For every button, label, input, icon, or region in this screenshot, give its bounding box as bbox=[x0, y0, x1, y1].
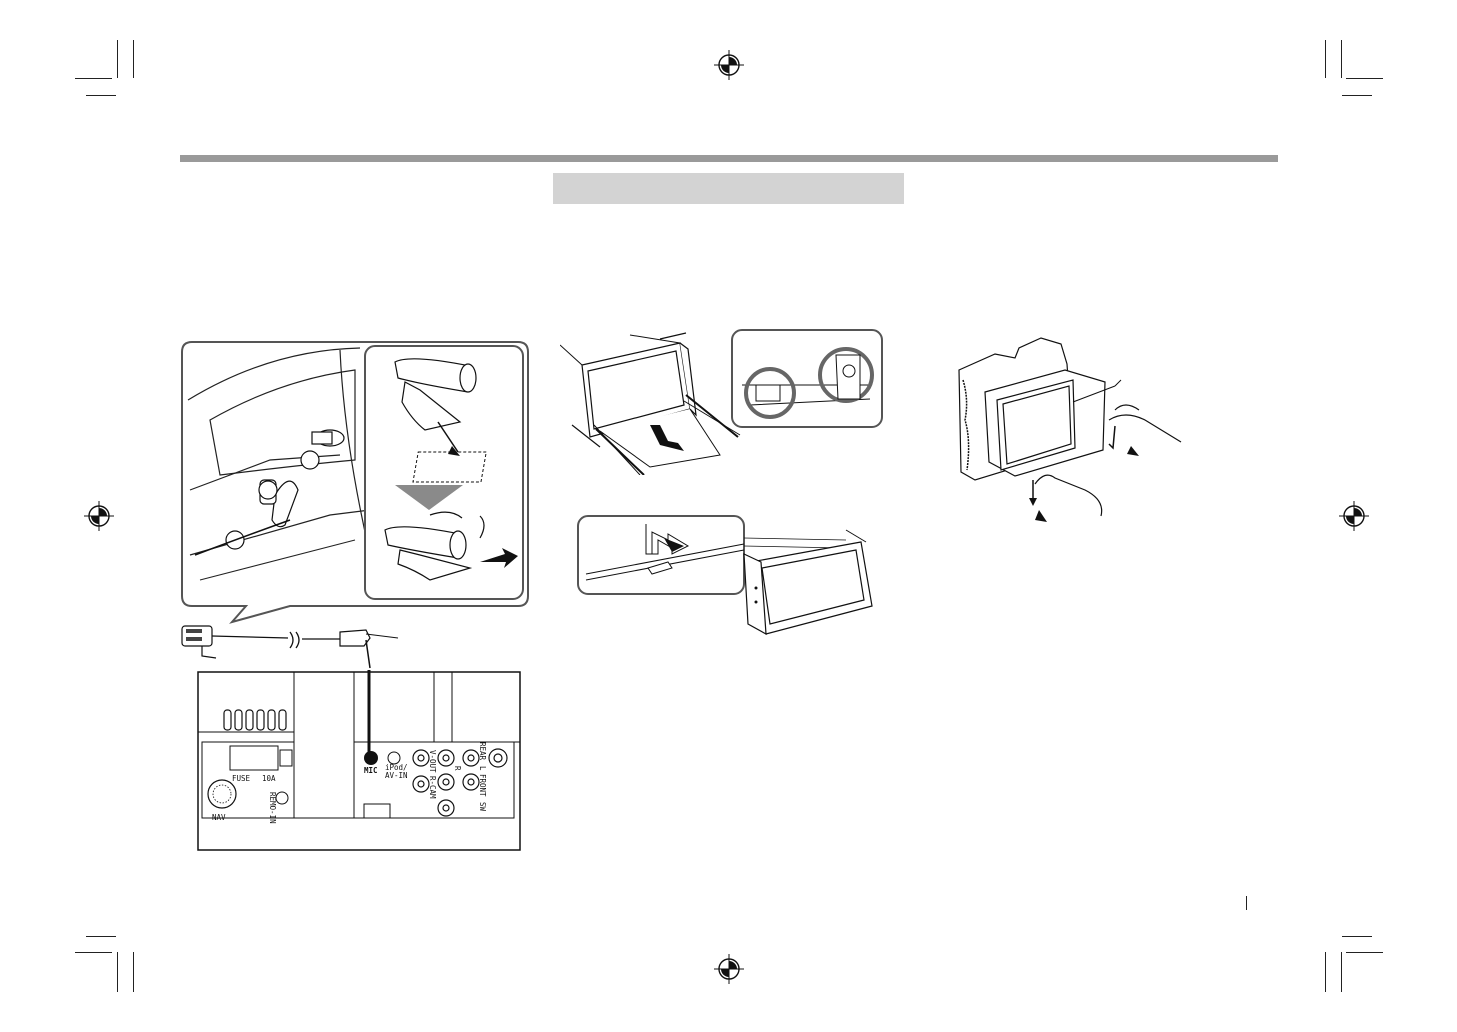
unit-removal-illustration bbox=[958, 337, 1182, 522]
fuse-rating: 10A bbox=[262, 774, 276, 783]
registration-mark-icon bbox=[714, 50, 744, 80]
registration-mark-icon bbox=[1339, 501, 1369, 531]
section-heading-band bbox=[553, 173, 904, 204]
avin-label: AV-IN bbox=[385, 771, 408, 780]
microphone-install-illustration bbox=[181, 341, 529, 624]
header-rule bbox=[180, 155, 1278, 162]
vout-label: V-OUT bbox=[428, 750, 437, 773]
rear-label: REAR bbox=[478, 742, 487, 761]
fuse-label: FUSE bbox=[232, 774, 251, 783]
sw-label: SW bbox=[478, 802, 487, 812]
rear-panel-illustration: FUSE 10A NAV REMO-IN MIC iPod/ AV-IN V-O… bbox=[197, 670, 521, 851]
page-number-marker bbox=[1246, 896, 1247, 910]
mic-label: MIC bbox=[364, 766, 378, 775]
l-label: L bbox=[478, 766, 487, 771]
mic-cable-illustration bbox=[181, 625, 399, 669]
nav-label: NAV bbox=[212, 813, 226, 822]
registration-mark-icon bbox=[714, 954, 744, 984]
registration-mark-icon bbox=[84, 501, 114, 531]
trim-attach-illustration bbox=[577, 515, 873, 636]
ipod-label: iPod/ bbox=[385, 763, 408, 772]
trim-removal-illustration bbox=[560, 329, 883, 475]
r-label: R bbox=[453, 766, 462, 771]
remote-label: REMO-IN bbox=[268, 792, 277, 824]
rcam-label: R-CAM bbox=[428, 776, 437, 799]
front-label: FRONT bbox=[478, 774, 487, 797]
